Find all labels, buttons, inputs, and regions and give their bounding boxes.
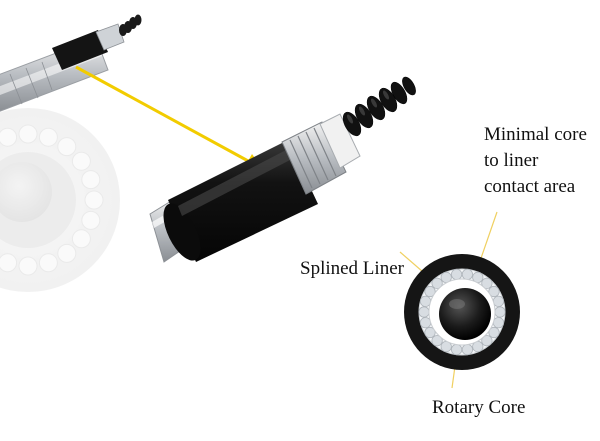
liner-bead [488, 326, 500, 339]
liner-bead [57, 137, 77, 157]
liner-bead [450, 268, 463, 280]
minimal-contact-line-2: to liner [484, 150, 539, 171]
liner-bead [481, 335, 493, 347]
liner-bead [81, 210, 101, 230]
liner-bead [57, 243, 77, 263]
rotary-core-shape [439, 288, 491, 340]
liner-bead [419, 295, 432, 307]
liner-bead [418, 306, 430, 318]
liner-bead [71, 151, 91, 171]
liner-bead [494, 306, 506, 318]
liner-bead [18, 124, 38, 144]
splined-liner-label: Splined Liner [300, 258, 404, 279]
liner-bead [38, 127, 58, 147]
minimal-contact-label: Minimal core to liner contact area [484, 122, 587, 200]
liner-bead [461, 268, 473, 280]
liner-bead [492, 317, 505, 329]
liner-bead [461, 343, 473, 356]
liner-bead [0, 253, 18, 273]
large-cable [149, 76, 416, 263]
liner-bead [0, 127, 18, 147]
small-cable [0, 14, 142, 112]
cross-section [404, 254, 520, 370]
liner-bead [424, 326, 436, 339]
liner-bead [18, 256, 38, 276]
liner-beads [418, 268, 506, 356]
liner-bead [431, 277, 443, 289]
liner-bead [419, 317, 432, 329]
minimal-contact-line-1: Minimal core [484, 124, 587, 145]
liner-bead [450, 343, 463, 356]
liner-bead [424, 285, 436, 298]
liner-bead [492, 295, 505, 307]
minimal-contact-line-3: contact area [484, 176, 576, 197]
liner-bead [84, 190, 104, 210]
liner-bead [38, 253, 58, 273]
liner-bead [481, 277, 493, 289]
liner-bead [71, 229, 91, 249]
background-cross-section [0, 108, 120, 292]
liner-bead [488, 285, 500, 298]
liner-bead [431, 335, 443, 347]
liner-bead [81, 170, 101, 190]
rotary-core-label: Rotary Core [432, 397, 526, 418]
